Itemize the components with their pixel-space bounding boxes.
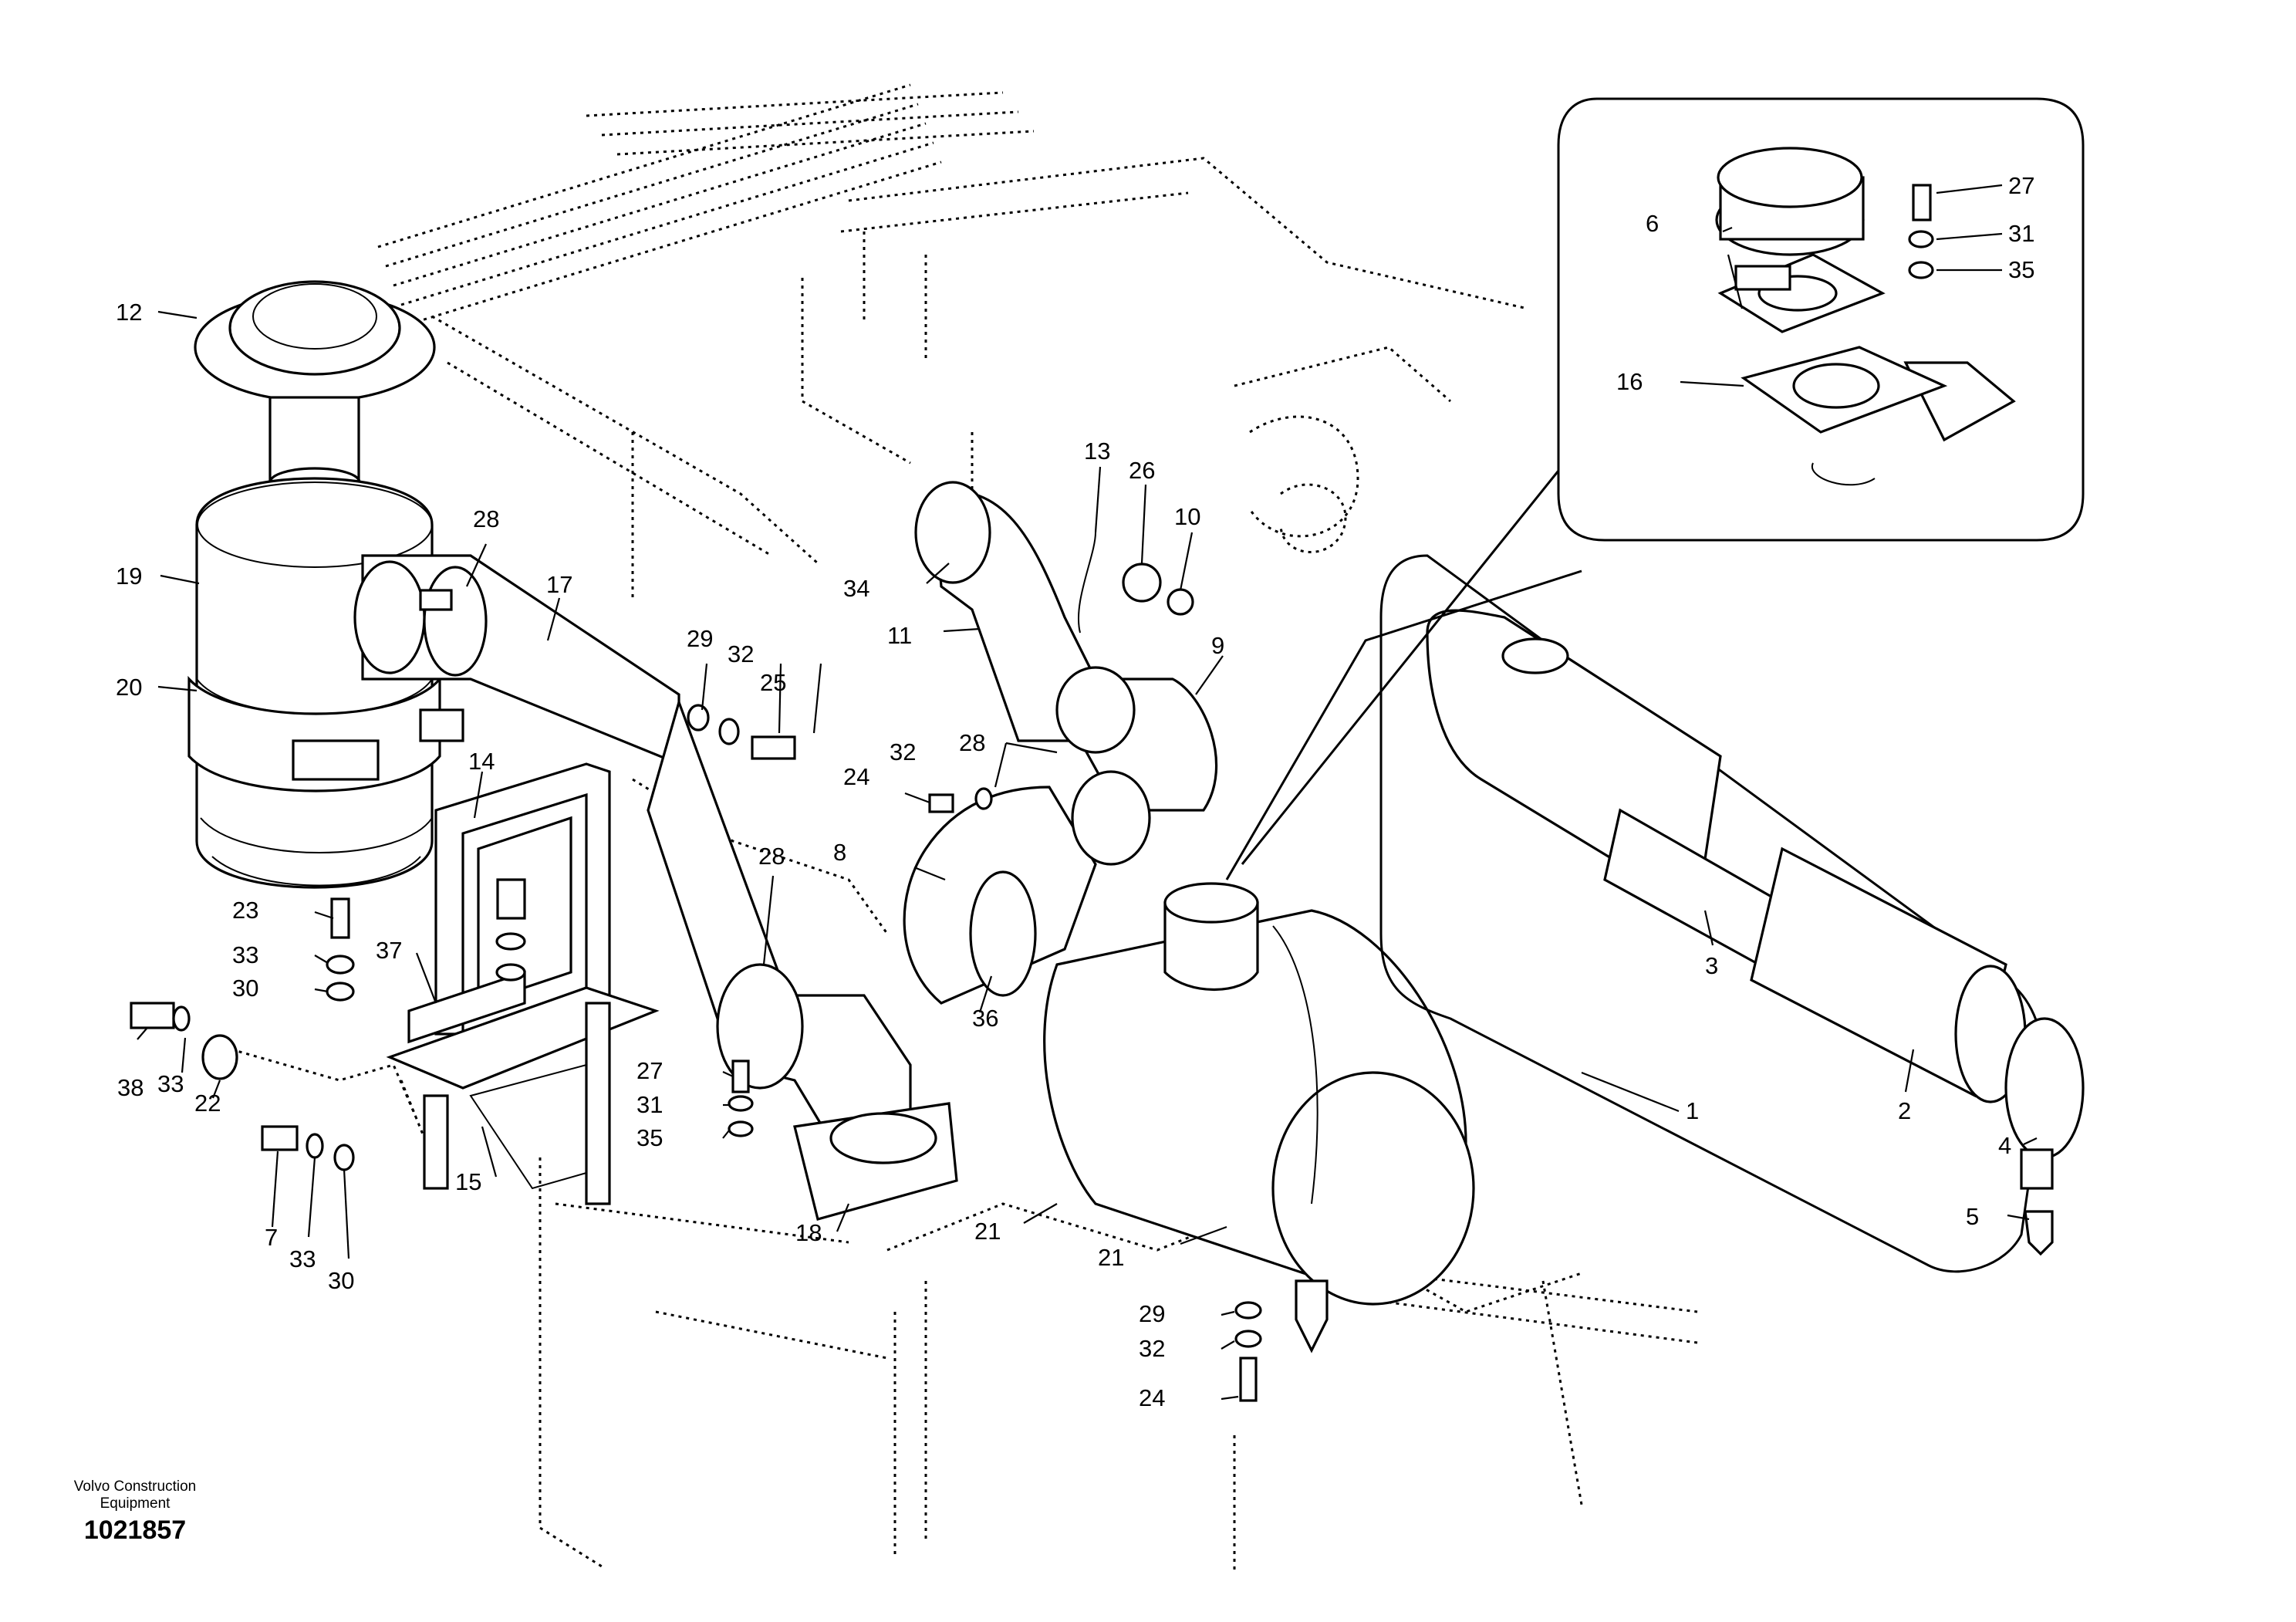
callout-24-b: 24 (1139, 1384, 1165, 1411)
callout-21-b: 21 (1098, 1244, 1124, 1271)
callout-32-a: 32 (728, 640, 754, 667)
callout-28-a: 28 (473, 505, 499, 532)
callout-33-c: 33 (289, 1245, 316, 1272)
callout-35-a: 35 (636, 1124, 663, 1151)
callout-24-a: 24 (843, 763, 869, 790)
callout-2: 2 (1898, 1097, 1911, 1124)
callout-labels: 12 19 20 28 17 14 23 33 30 37 38 33 22 1… (116, 172, 2034, 1411)
callout-32-c: 32 (1139, 1335, 1165, 1362)
callout-35-b: 35 (2008, 256, 2034, 283)
callout-33-a: 33 (232, 941, 258, 968)
callout-29-a: 29 (687, 625, 713, 652)
drawing-number: 1021857 (83, 1516, 187, 1545)
callout-12: 12 (116, 299, 142, 326)
callout-25: 25 (760, 669, 786, 696)
callout-13: 13 (1084, 438, 1110, 465)
mounting-bracket (386, 762, 660, 1205)
hardware-pieces (130, 704, 1262, 1402)
callout-21-a: 21 (974, 1218, 1001, 1245)
intake-hose-and-elbow (647, 698, 958, 1221)
filter-exploded-view (1379, 554, 2085, 1273)
callout-6: 6 (1646, 210, 1659, 237)
callout-22: 22 (194, 1090, 221, 1117)
air-cleaner-housing (187, 477, 464, 889)
callout-14: 14 (468, 748, 495, 775)
callout-30-b: 30 (328, 1267, 354, 1294)
callout-1: 1 (1686, 1097, 1699, 1124)
upper-hose-group (903, 481, 1218, 1005)
callout-32-b: 32 (890, 738, 916, 765)
callout-7: 7 (265, 1224, 278, 1251)
callout-18: 18 (795, 1219, 822, 1246)
leader-lines (137, 184, 2038, 1401)
callout-15: 15 (455, 1168, 481, 1195)
callout-36: 36 (972, 1005, 998, 1032)
callout-37: 37 (376, 937, 402, 964)
callout-10: 10 (1174, 503, 1200, 530)
callout-11: 11 (887, 622, 912, 649)
callout-38: 38 (117, 1074, 144, 1101)
callout-23: 23 (232, 897, 258, 924)
precleaner-cap (194, 280, 436, 498)
publisher-line-1: Volvo Construction (73, 1478, 197, 1495)
callout-33-b: 33 (157, 1070, 184, 1097)
callout-17: 17 (546, 571, 572, 598)
callout-19: 19 (116, 563, 142, 590)
callout-28-c: 28 (758, 843, 785, 870)
callout-31-b: 31 (2008, 220, 2034, 247)
publisher-caption: Volvo Construction Equipment (31, 1478, 239, 1512)
callout-4: 4 (1998, 1132, 2011, 1159)
publisher-line-2: Equipment (100, 1495, 171, 1512)
callout-27-b: 27 (2008, 172, 2034, 199)
callout-28-b: 28 (959, 729, 985, 756)
callout-20: 20 (116, 674, 142, 701)
callout-16: 16 (1616, 368, 1643, 395)
callout-29-b: 29 (1139, 1300, 1165, 1327)
callout-31-a: 31 (636, 1091, 663, 1118)
main-air-cleaner (1043, 882, 1475, 1353)
callout-3: 3 (1705, 952, 1718, 979)
callout-5: 5 (1966, 1203, 1979, 1230)
callout-9: 9 (1211, 632, 1224, 659)
callout-8: 8 (833, 839, 846, 866)
precleaner-detail-inset (1225, 97, 2085, 880)
callout-34: 34 (843, 575, 869, 602)
callout-30-a: 30 (232, 975, 258, 1002)
callout-27-a: 27 (636, 1057, 663, 1084)
callout-26: 26 (1129, 457, 1155, 484)
